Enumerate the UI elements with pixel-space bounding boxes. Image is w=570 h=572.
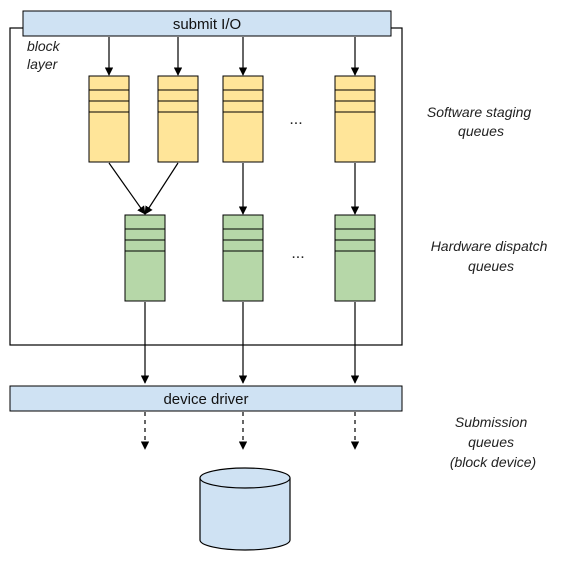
software-staging-queue (222, 75, 264, 163)
device-driver-label: device driver (163, 391, 248, 408)
dispatch-to-driver-arrows (140, 302, 360, 384)
staging-ellipsis: ... (289, 111, 302, 128)
block-device-cylinder (199, 467, 291, 551)
staging-to-dispatch-arrows (108, 162, 360, 215)
software-staging-label-line2: queues (458, 123, 504, 139)
software-staging-label-line1: Software staging (427, 104, 531, 120)
dispatch-ellipsis: ... (291, 245, 304, 262)
hardware-dispatch-queue (124, 214, 166, 302)
hardware-dispatch-queue (334, 214, 376, 302)
software-staging-queue (88, 75, 130, 163)
block-layer-label-line1: block (27, 38, 61, 54)
submit-io-bar: submit I/O (22, 10, 392, 37)
submission-label-line3: (block device) (450, 454, 536, 470)
submission-queues-label: Submission queues (block device) (450, 414, 536, 470)
arrow (144, 162, 179, 215)
hardware-dispatch-label-line2: queues (468, 258, 514, 274)
software-staging-queue (334, 75, 376, 163)
submission-label-line2: queues (468, 434, 514, 450)
hardware-dispatch-queue (222, 214, 264, 302)
software-staging-label: Software staging queues (427, 104, 535, 139)
submit-io-label: submit I/O (173, 16, 241, 33)
block-layer-label-line2: layer (27, 56, 59, 72)
hardware-dispatch-label-line1: Hardware dispatch (431, 238, 548, 254)
software-staging-queue (157, 75, 199, 163)
hardware-dispatch-label: Hardware dispatch queues (431, 238, 552, 274)
block-layer-label: block layer (27, 38, 64, 72)
arrow (108, 162, 146, 215)
submit-to-staging-arrows (104, 37, 360, 76)
submission-label-line1: Submission (455, 414, 528, 430)
device-driver-bar: device driver (9, 385, 403, 412)
driver-to-device-arrows (140, 412, 360, 450)
